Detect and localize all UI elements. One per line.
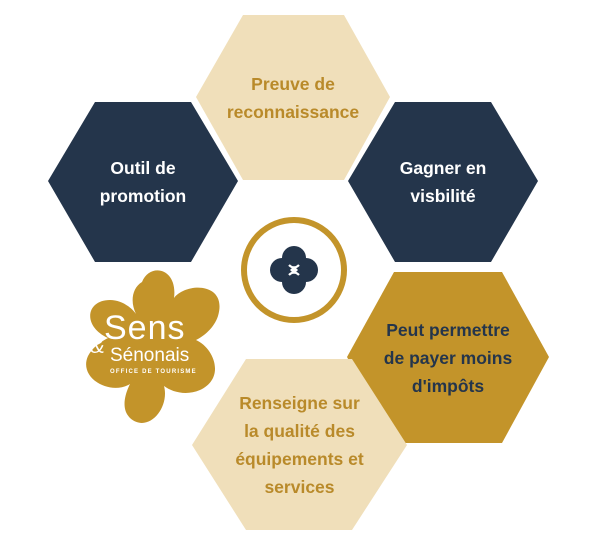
label-renseigne: Renseigne sur la qualité des équipements… [192, 359, 407, 530]
logo-name-main: Sens [104, 309, 186, 347]
hexagon-impots [347, 272, 549, 443]
label-line: de payer moins [383, 347, 513, 368]
label-outil: Outil de promotion [48, 102, 238, 262]
hexagon-outil [48, 102, 238, 262]
hexagon-renseigne [192, 359, 407, 530]
quatrefoil-icon [270, 246, 318, 294]
label-line: d'impôts [411, 375, 485, 396]
hexagon-preuve [196, 15, 390, 180]
label-line: Preuve de [251, 73, 335, 94]
label-line: reconnaissance [226, 101, 360, 122]
logo-name-sub: Sénonais [110, 345, 190, 366]
label-impots: Peut permettre de payer moins d'impôts [347, 272, 549, 443]
label-line: promotion [99, 186, 187, 206]
logo-ampersand: & [90, 333, 105, 358]
label-line: équipements et [235, 448, 364, 469]
label-line: Outil de [110, 158, 176, 178]
label-line: visbilité [410, 186, 476, 206]
label-line: services [264, 476, 335, 497]
label-preuve: Preuve de reconnaissance [196, 15, 390, 180]
logo-tagline: OFFICE DE TOURISME [110, 369, 197, 375]
flower-logo [86, 270, 220, 423]
label-line: Renseigne sur [239, 392, 360, 413]
label-gagner: Gagner en visbilité [348, 102, 538, 262]
label-line: Gagner en [399, 158, 487, 178]
center-ring [241, 217, 347, 323]
hexagon-gagner [348, 102, 538, 262]
label-line: Peut permettre [386, 319, 510, 340]
label-line: la qualité des [244, 420, 355, 441]
